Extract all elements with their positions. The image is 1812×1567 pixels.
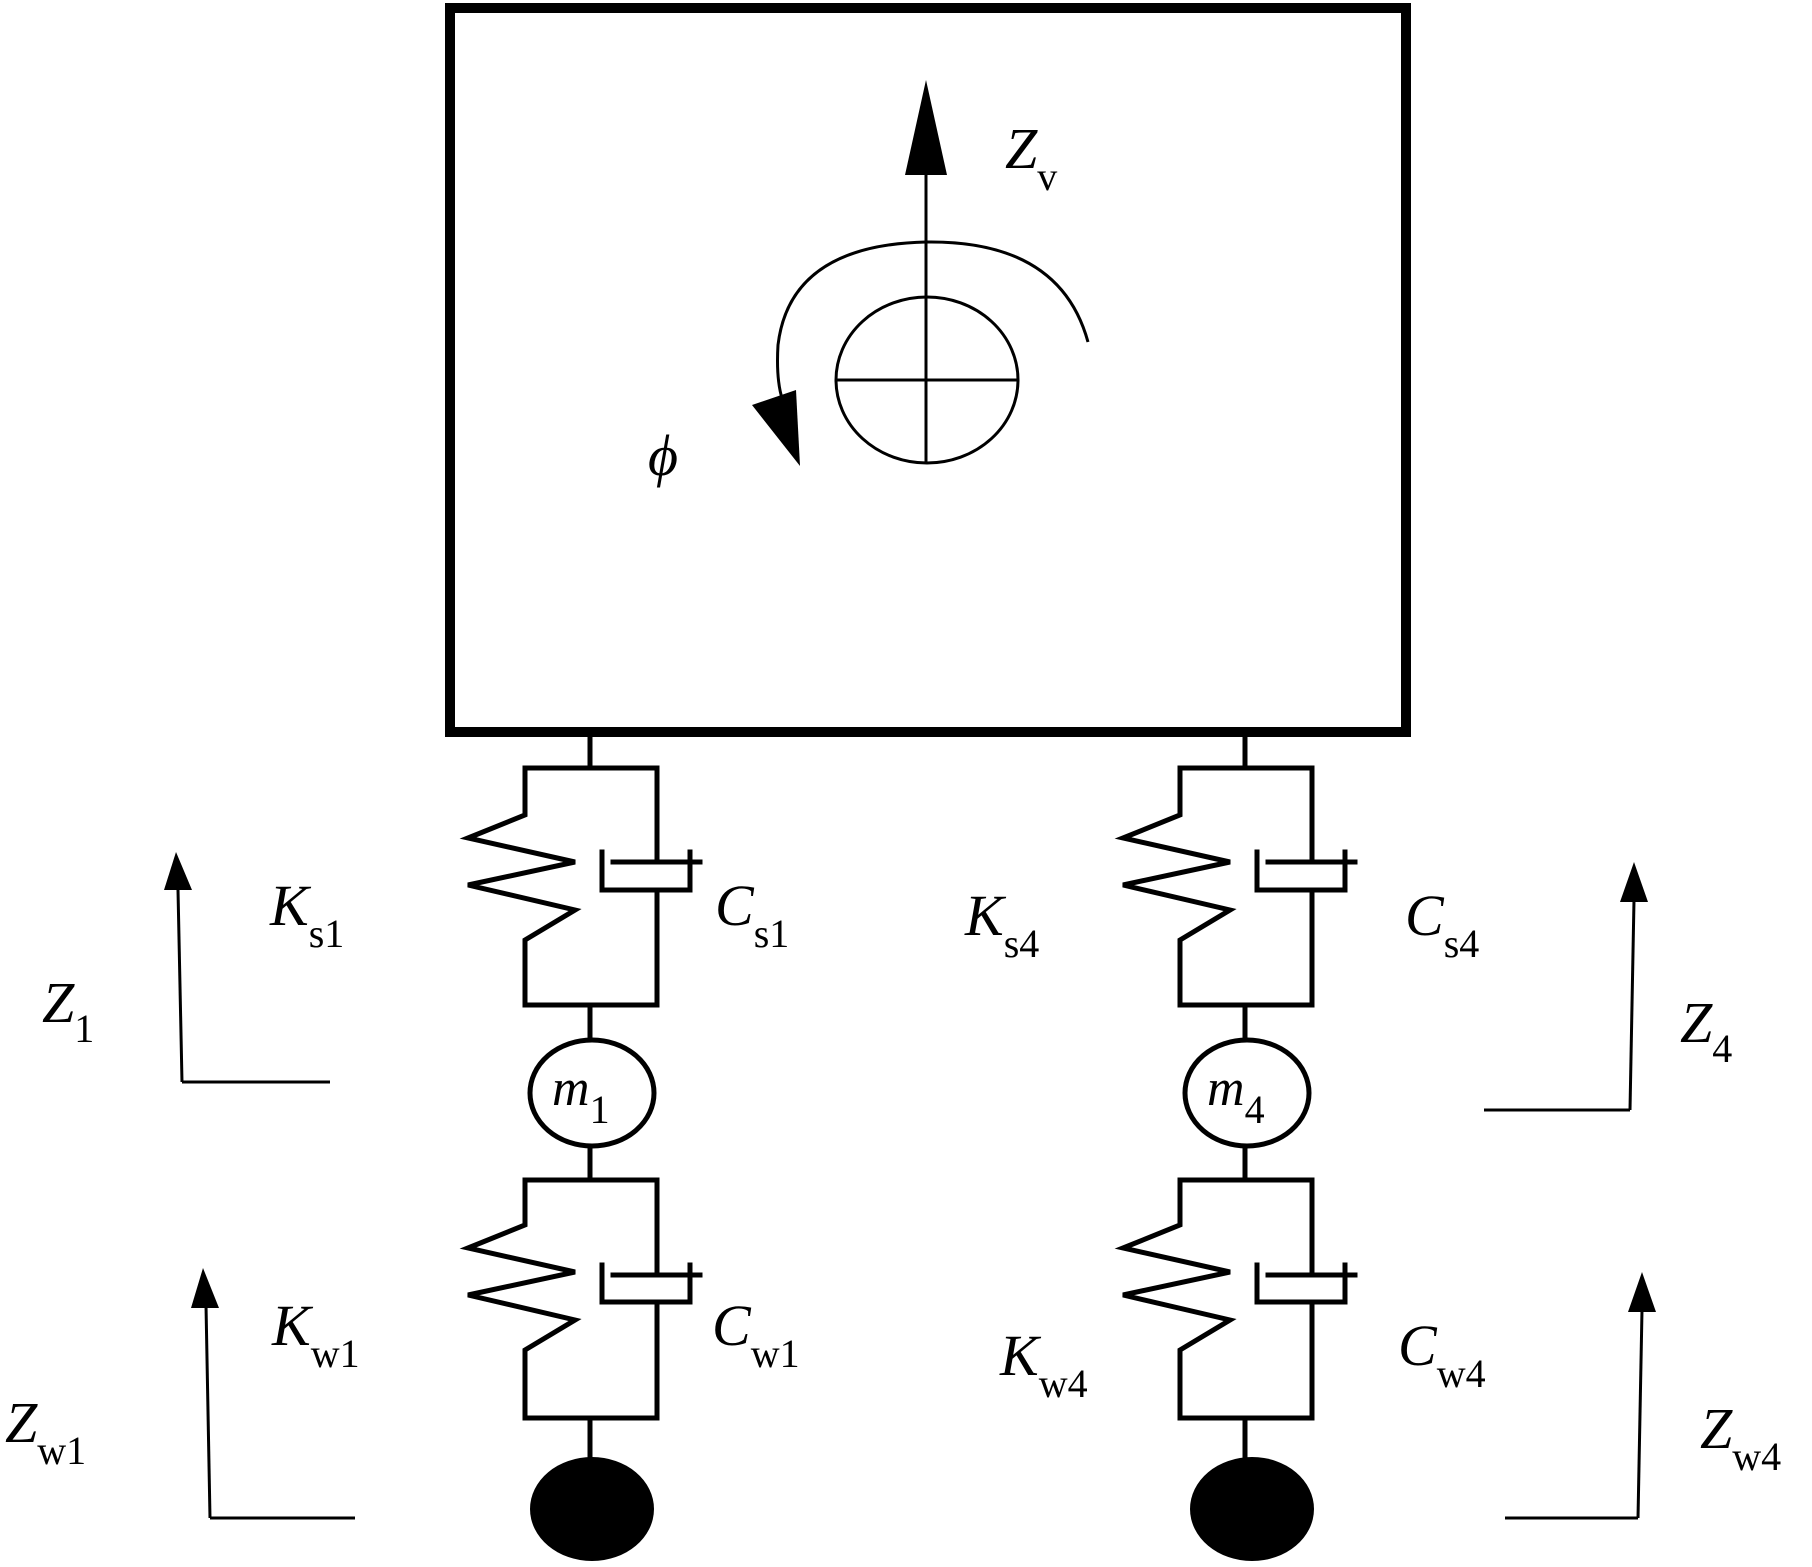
right-suspension-spring-icon	[1114, 765, 1237, 1008]
body-vertical-arrow	[905, 80, 947, 463]
right-suspension-damper-label: Cs4	[1405, 883, 1479, 966]
arrow-head-icon	[1628, 1272, 1656, 1312]
left-tire-damper-label: Cw1	[712, 1293, 800, 1376]
body-vertical-label: Zv	[1005, 116, 1057, 199]
left-suspension-unit	[459, 733, 703, 1043]
right-suspension-unit	[1114, 733, 1358, 1043]
right-road-input-label: Zw4	[1700, 1396, 1781, 1479]
right-tire-spring-label: Kw4	[999, 1323, 1088, 1406]
left-suspension-damper-label: Cs1	[715, 873, 789, 956]
right-suspension-damper-icon	[1254, 765, 1358, 1008]
left-tire-damper-icon	[599, 1177, 703, 1421]
right-tire-unit	[1114, 1143, 1358, 1461]
right-tire-spring-icon	[1114, 1177, 1237, 1421]
left-wheel-icon	[530, 1457, 654, 1561]
right-tire-damper-icon	[1254, 1177, 1358, 1421]
arrow-head-icon	[164, 852, 192, 890]
left-suspension-spring-icon	[459, 765, 582, 1008]
arrow-head-icon	[752, 390, 800, 466]
body-rotation-label: ϕ	[648, 423, 678, 488]
right-tire-damper-label: Cw4	[1398, 1313, 1486, 1396]
right-suspension-spring-label: Ks4	[964, 883, 1039, 966]
left-tire-unit	[459, 1143, 703, 1461]
right-wheel-icon	[1190, 1457, 1314, 1561]
left-unsprung-mass-label: m1	[552, 1060, 610, 1132]
arrow-head-icon	[905, 80, 947, 175]
left-unsprung-displacement-label: Z1	[42, 970, 94, 1051]
center-of-gravity-icon	[834, 295, 1020, 465]
left-tire-spring-icon	[459, 1177, 582, 1421]
vehicle-body	[445, 3, 1411, 737]
left-suspension-damper-icon	[599, 765, 703, 1008]
body-rotation-arrow	[752, 240, 1090, 466]
right-road-input-arrow	[1505, 1272, 1656, 1520]
right-unsprung-mass-label: m4	[1207, 1060, 1265, 1132]
left-road-input-arrow	[191, 1268, 355, 1520]
left-unsprung-displacement-arrow	[164, 852, 330, 1084]
right-unsprung-displacement-arrow	[1484, 862, 1648, 1112]
arrow-head-icon	[191, 1268, 219, 1308]
left-tire-spring-label: Kw1	[271, 1293, 360, 1376]
right-unsprung-displacement-label: Z4	[1680, 990, 1732, 1071]
arrow-head-icon	[1620, 862, 1648, 902]
left-road-input-label: Zw1	[5, 1390, 86, 1473]
left-suspension-spring-label: Ks1	[269, 873, 344, 956]
